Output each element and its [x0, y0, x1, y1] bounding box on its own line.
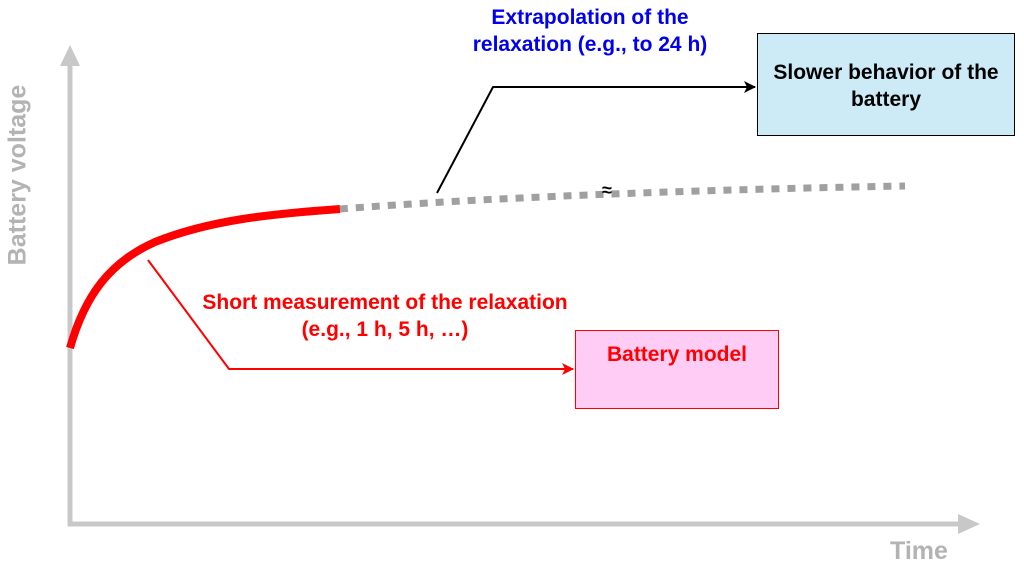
extrapolation-annotation: Extrapolation of the relaxation (e.g., t… — [472, 6, 708, 56]
y-axis-arrowhead — [60, 45, 80, 66]
axis-break-mark: ≈ — [602, 180, 612, 200]
extrapolation-connector-arrow — [436, 81, 756, 194]
battery-model-box: Battery model — [575, 330, 779, 409]
extrapolated-relaxation-curve — [339, 182, 906, 213]
y-axis-label: Battery voltage — [3, 84, 32, 266]
x-axis-arrowhead — [958, 514, 980, 534]
measurement-connector-arrow — [147, 259, 574, 375]
measured-relaxation-curve — [66, 205, 341, 350]
short-measurement-annotation: Short measurement of the relaxation (e.g… — [202, 291, 568, 341]
slower-behavior-box: Slower behavior of the battery — [757, 33, 1015, 136]
x-axis-label: Time — [890, 537, 948, 565]
